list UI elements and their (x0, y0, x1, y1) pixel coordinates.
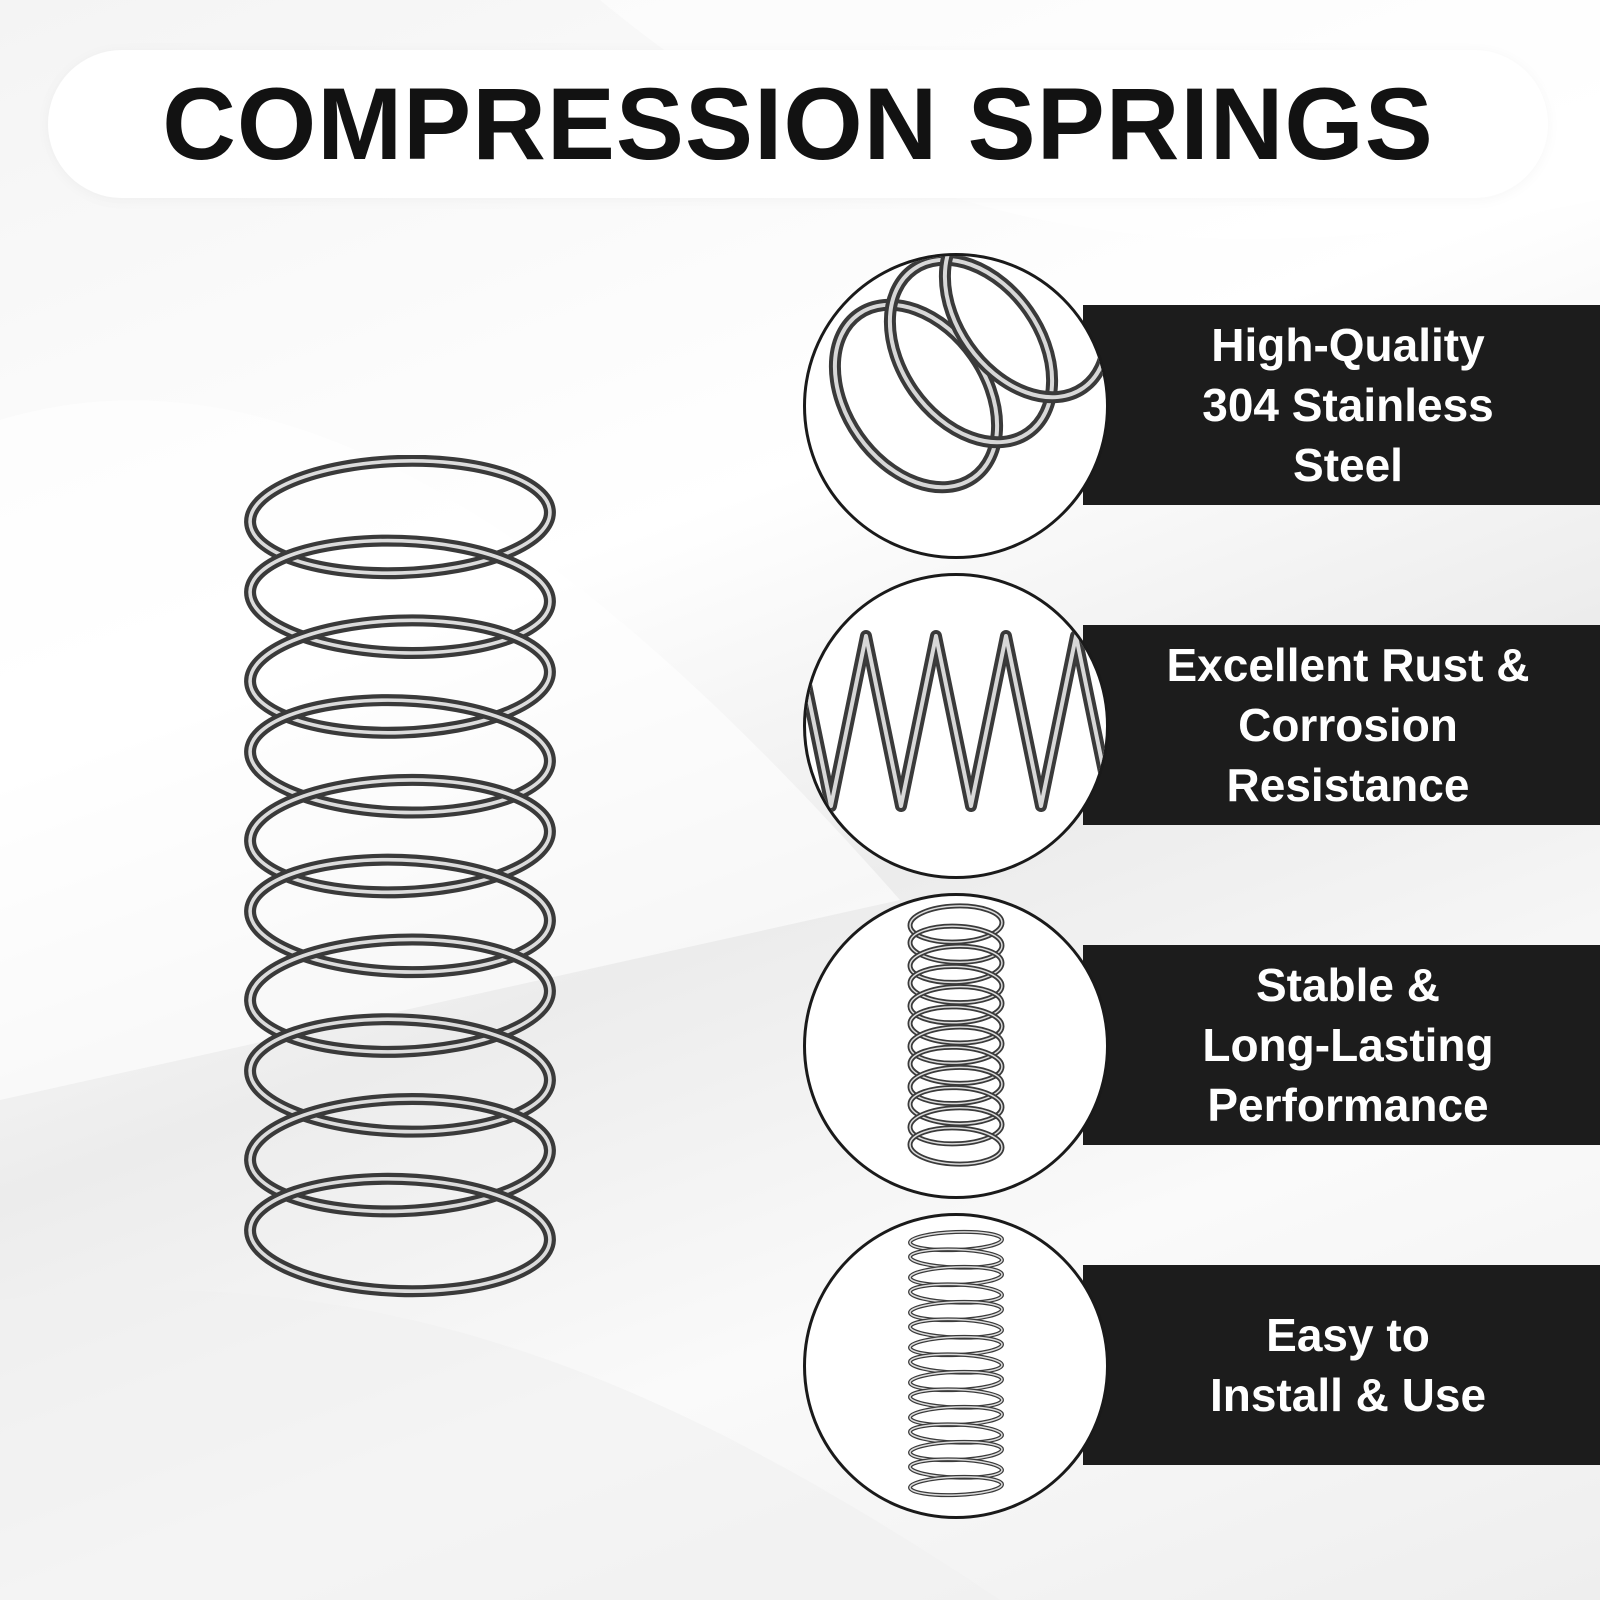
spring-thin-coils-icon (803, 1213, 1109, 1519)
feature-label: Excellent Rust & Corrosion Resistance (1166, 639, 1530, 811)
feature-band (1083, 625, 1600, 825)
feature-item-3: Stable & Long-Lasting Performance (803, 893, 1600, 1199)
feature-label: Easy to Install & Use (1209, 1309, 1487, 1421)
product-spring-image (244, 455, 556, 1298)
spring-end-closeup-icon (803, 253, 1109, 559)
page-title: COMPRESSION SPRINGS (162, 66, 1434, 181)
feature-band (1083, 305, 1600, 505)
feature-label: Stable & Long-Lasting Performance (1202, 959, 1494, 1131)
feature-band (1083, 945, 1600, 1145)
spring-side-closeup-icon (803, 573, 1109, 879)
feature-item-1: High-Quality 304 Stainless Steel (803, 253, 1600, 559)
feature-band (1083, 1265, 1600, 1465)
spring-full-view-icon (803, 893, 1109, 1199)
feature-item-2: Excellent Rust & Corrosion Resistance (803, 573, 1600, 879)
feature-item-4: Easy to Install & Use (803, 1213, 1600, 1519)
feature-label: High-Quality 304 Stainless Steel (1202, 319, 1494, 491)
title-banner: COMPRESSION SPRINGS (48, 50, 1548, 198)
